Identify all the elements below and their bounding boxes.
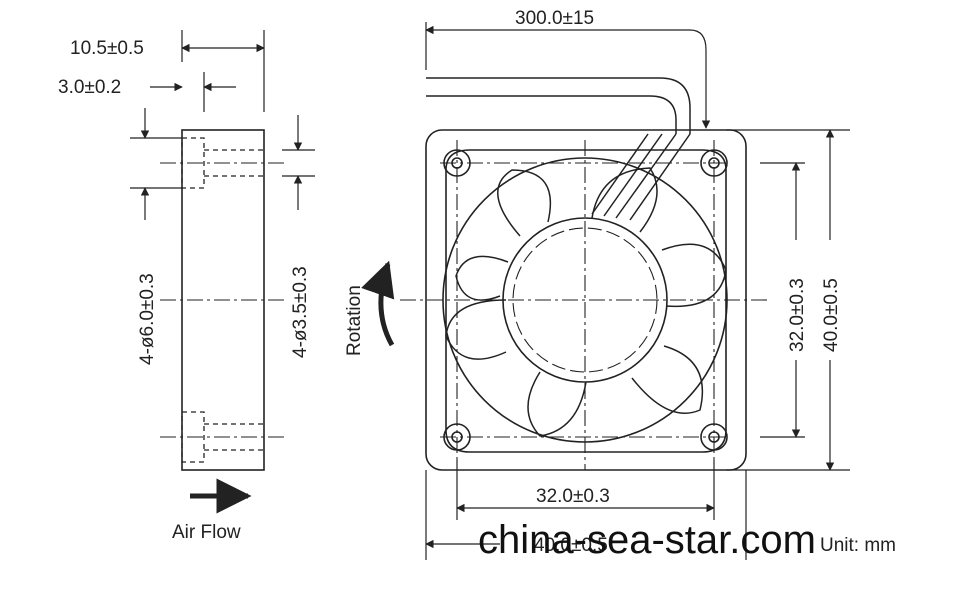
air-flow-label: Air Flow — [172, 522, 241, 543]
side-hole-large-label: 4-ø6.0±0.3 — [137, 273, 158, 365]
hole-pitch-horizontal-label: 32.0±0.3 — [536, 486, 610, 507]
hole-pitch-vertical-label: 32.0±0.3 — [787, 278, 808, 352]
side-lip-label: 3.0±0.2 — [58, 77, 121, 98]
side-view — [130, 30, 315, 514]
watermark: china-sea-star.com — [478, 518, 816, 562]
body-width-label: 40.0±0.5 — [534, 535, 608, 556]
front-view — [361, 22, 850, 560]
front-centerlines — [400, 140, 770, 470]
fan-blades — [445, 167, 727, 437]
rotation-label: Rotation — [344, 285, 365, 356]
side-width-label: 10.5±0.5 — [70, 38, 144, 59]
cable — [426, 77, 691, 221]
body-height-label: 40.0±0.5 — [821, 278, 842, 352]
unit-label: Unit: mm — [820, 535, 896, 556]
side-hole-small-label: 4-ø3.5±0.3 — [290, 266, 311, 358]
side-centerlines — [160, 162, 285, 438]
rotation-arrow-icon — [361, 260, 395, 347]
cable-length-label: 300.0±15 — [515, 8, 594, 29]
